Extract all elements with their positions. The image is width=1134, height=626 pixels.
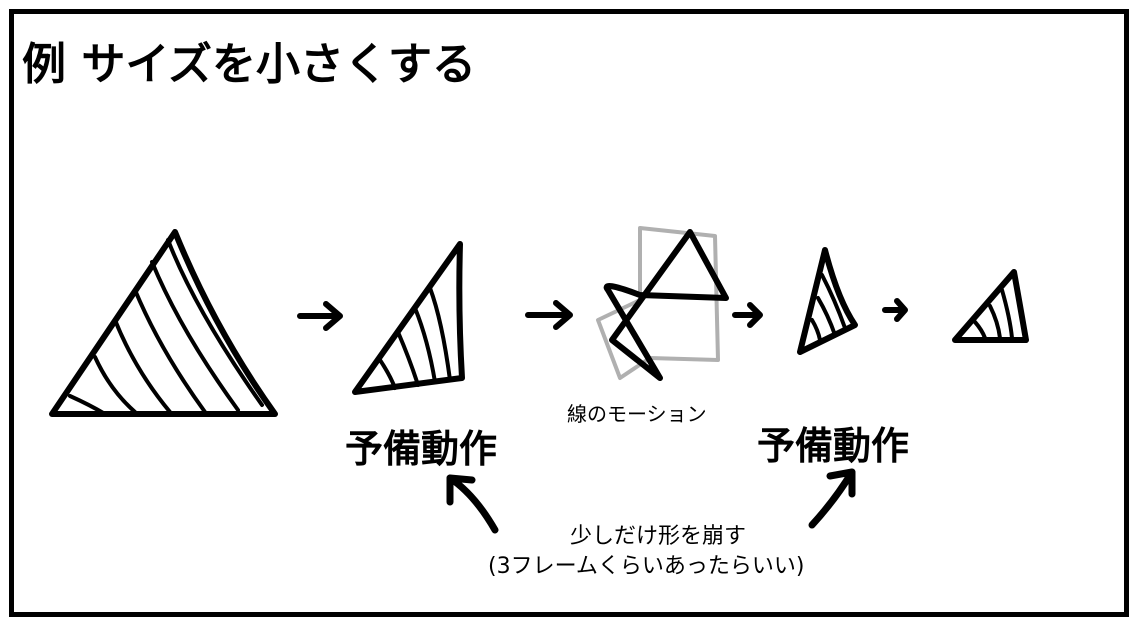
page-title: 例 サイズを小さくする bbox=[22, 39, 476, 90]
smallest-triangle bbox=[952, 269, 1029, 343]
line-motion-shape bbox=[596, 226, 729, 381]
arrow-3 bbox=[732, 302, 763, 328]
arrow-2 bbox=[525, 300, 573, 330]
anticipation-label-right: 予備動作 bbox=[757, 424, 910, 468]
panel-frame bbox=[9, 9, 1129, 617]
curved-arrow-left bbox=[446, 474, 499, 534]
small-triangle bbox=[797, 247, 858, 355]
large-triangle bbox=[49, 229, 278, 417]
curved-arrow-right bbox=[808, 468, 856, 529]
note-line-2: (3フレームくらいあったらいい) bbox=[488, 554, 805, 579]
medium-triangle bbox=[352, 241, 465, 395]
arrow-1 bbox=[297, 301, 343, 331]
line-motion-label: 線のモーション bbox=[567, 402, 707, 426]
anticipation-label-left: 予備動作 bbox=[345, 427, 498, 471]
arrow-4 bbox=[882, 298, 908, 322]
note-line-1: 少しだけ形を崩す bbox=[570, 524, 747, 549]
